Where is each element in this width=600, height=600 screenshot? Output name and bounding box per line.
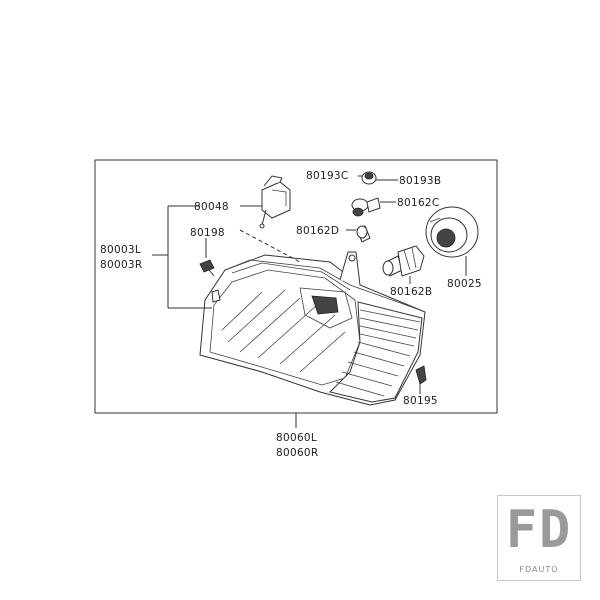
label-80025: 80025 <box>447 278 482 290</box>
part-80195-clip <box>415 365 427 385</box>
headlamp-assembly <box>199 251 426 406</box>
part-80025-dust-cover <box>425 206 479 258</box>
fdauto-logo: FD FDAUTO <box>497 495 581 581</box>
label-80198: 80198 <box>190 227 225 239</box>
part-80162D-bulb <box>356 225 371 243</box>
part-80048-leveling-motor <box>259 175 291 229</box>
part-80198-screw <box>199 259 215 277</box>
part-80193C-cap <box>361 171 377 185</box>
label-80060L: 80060L <box>276 432 317 444</box>
label-80162C: 80162C <box>397 197 440 209</box>
logo-mark: FD <box>505 500 573 560</box>
label-80193C: 80193C <box>306 170 349 182</box>
label-80162B: 80162B <box>390 286 432 298</box>
part-labels: 80193C 80193B 80162C 80048 80198 80162D … <box>100 170 482 459</box>
leader-lines <box>152 175 467 428</box>
label-80060R: 80060R <box>276 447 319 459</box>
label-80048: 80048 <box>194 201 229 213</box>
logo-name: FDAUTO <box>519 565 559 574</box>
part-80162B-bulb <box>382 245 425 277</box>
part-80162C-bulb <box>351 197 381 217</box>
label-80162D: 80162D <box>296 225 339 237</box>
label-80193B: 80193B <box>399 175 441 187</box>
label-80195: 80195 <box>403 395 438 407</box>
label-80003L: 80003L <box>100 244 141 256</box>
label-80003R: 80003R <box>100 259 143 271</box>
